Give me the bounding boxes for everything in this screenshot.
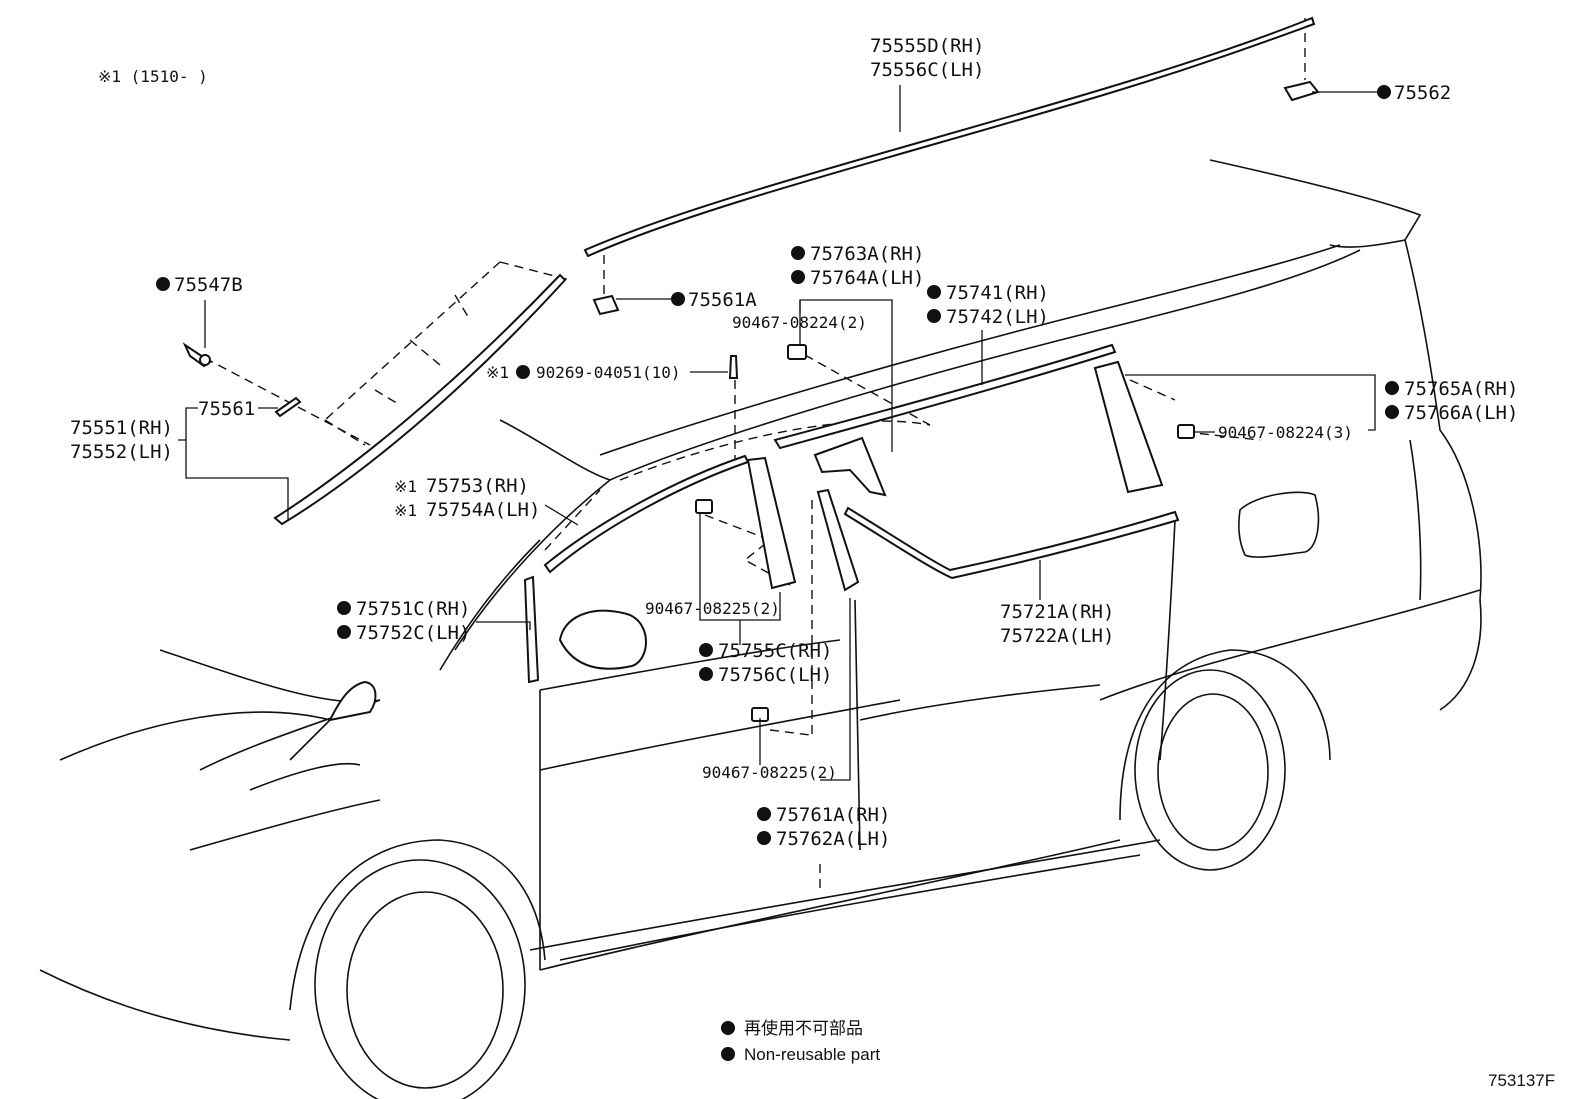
- roof-moulding: [583, 16, 1316, 258]
- figure-code: 753137F: [1488, 1071, 1555, 1090]
- clip-75561a: [592, 294, 620, 316]
- pillar-garnish-75761: [816, 488, 860, 592]
- ref-mark-90269: ※1: [486, 363, 509, 382]
- label-75751: 75751C(RH): [356, 598, 470, 620]
- belt-moulding-75721: [843, 506, 1180, 580]
- label-75752: 75752C(LH): [356, 622, 470, 644]
- label-90467-08225-a: 90467-08225(2): [645, 599, 780, 618]
- label-75556: 75556C(LH): [870, 59, 984, 81]
- label-75755: 75755C(RH): [718, 640, 832, 662]
- pillar-garnish-75755: [746, 456, 797, 590]
- label-75754: 75754A(LH): [426, 499, 540, 521]
- clip-75562: [1283, 80, 1320, 102]
- label-90467-08225-b: 90467-08225(2): [702, 763, 837, 782]
- garnish-75763: [813, 436, 887, 497]
- legend: 再使用不可部品 Non-reusable part: [721, 1018, 880, 1064]
- ref-mark-75754: ※1: [394, 501, 417, 520]
- label-75766: 75766A(LH): [1404, 402, 1518, 424]
- label-75741: 75741(RH): [946, 282, 1049, 304]
- legend-line-en: Non-reusable part: [744, 1045, 880, 1064]
- label-75765: 75765A(RH): [1404, 378, 1518, 400]
- label-75562: 75562: [1394, 82, 1451, 104]
- pillar-garnish-75765: [1093, 360, 1164, 494]
- label-75722: 75722A(LH): [1000, 625, 1114, 647]
- label-90467-08224-a: 90467-08224(2): [732, 313, 867, 332]
- legend-line-jp: 再使用不可部品: [744, 1018, 863, 1038]
- ref-mark-75753: ※1: [394, 477, 417, 496]
- header-note: ※1 (1510- ): [98, 67, 208, 86]
- clip-90467-08225-a: [695, 499, 713, 514]
- windshield-moulding: [273, 273, 567, 526]
- part-labels: 75555D(RH) 75556C(LH) 75562 75547B 75561…: [70, 35, 1518, 850]
- label-75753: 75753(RH): [426, 475, 529, 497]
- label-75561a: 75561A: [688, 289, 757, 311]
- label-75551: 75551(RH): [70, 417, 173, 439]
- label-75721: 75721A(RH): [1000, 601, 1114, 623]
- leader-lines: [178, 85, 1378, 781]
- label-75552: 75552(LH): [70, 441, 173, 463]
- label-75555: 75555D(RH): [870, 35, 984, 57]
- frame-moulding-75753: [543, 454, 750, 574]
- label-75764: 75764A(LH): [810, 267, 924, 289]
- label-75761: 75761A(RH): [776, 804, 890, 826]
- belt-moulding-75741: [773, 343, 1117, 450]
- label-75742: 75742(LH): [946, 306, 1049, 328]
- label-75763: 75763A(RH): [810, 243, 924, 265]
- label-75561: 75561: [198, 398, 255, 420]
- label-75756: 75756C(LH): [718, 664, 832, 686]
- label-90467-08224-b: 90467-08224(3): [1218, 423, 1353, 442]
- parts: [182, 16, 1320, 722]
- label-90269: 90269-04051(10): [536, 363, 681, 382]
- label-75762: 75762A(LH): [776, 828, 890, 850]
- dashed-guides: [204, 18, 1306, 888]
- label-75547: 75547B: [174, 274, 243, 296]
- clip-90467-08224-a: [787, 344, 807, 360]
- clip-90269: [728, 355, 739, 379]
- clip-90467-08224-b: [1177, 424, 1195, 439]
- vehicle-outline: [39, 159, 1482, 1099]
- clip-75561: [274, 396, 302, 418]
- pillar-garnish-75751: [523, 575, 540, 684]
